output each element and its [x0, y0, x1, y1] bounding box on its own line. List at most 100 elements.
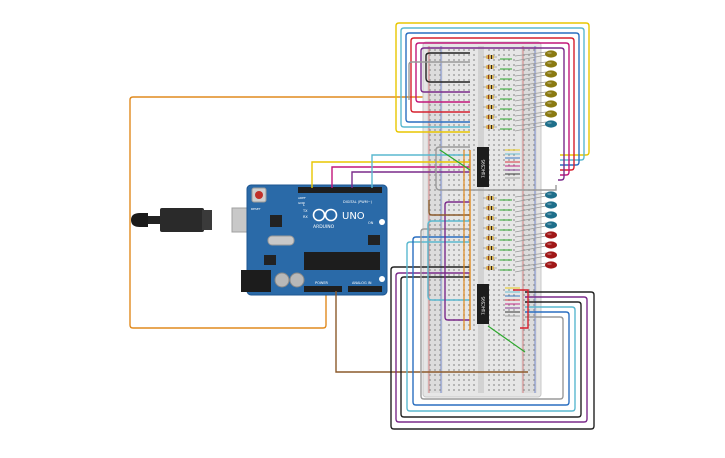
usb-cable [145, 216, 165, 224]
breadboard-hole [523, 299, 525, 301]
resistor-band [491, 105, 492, 109]
wire-magenta-top[interactable] [415, 42, 570, 176]
breadboard-hole [533, 99, 535, 101]
wire-magenta-d12[interactable] [331, 166, 470, 188]
breadboard-hole [453, 254, 455, 256]
resistor-band [488, 105, 489, 109]
breadboard-hole [453, 149, 455, 151]
breadboard-hole [458, 259, 460, 261]
breadboard-hole [453, 204, 455, 206]
wire-blue-bottom[interactable] [412, 236, 570, 406]
breadboard-hole [523, 264, 525, 266]
breadboard-hole [503, 134, 505, 136]
breadboard-hole [434, 384, 436, 386]
breadboard-hole [439, 109, 441, 111]
wire-black-top[interactable] [425, 52, 470, 83]
breadboard-hole [488, 109, 490, 111]
breadboard-hole [458, 264, 460, 266]
breadboard-hole [528, 289, 530, 291]
breadboard-hole [429, 239, 431, 241]
wire-cyan-top[interactable] [400, 27, 585, 161]
breadboard-hole [453, 369, 455, 371]
breadboard-hole [493, 64, 495, 66]
breadboard-hole [473, 84, 475, 86]
wire-orange-loop[interactable] [129, 96, 445, 329]
wire-red-bottom[interactable] [513, 289, 529, 329]
arduino-logo [312, 208, 338, 222]
breadboard-hole [493, 374, 495, 376]
breadboard-hole [503, 59, 505, 61]
breadboard-hole [523, 324, 525, 326]
breadboard-hole [508, 264, 510, 266]
wire-purple-bottom[interactable] [395, 272, 588, 423]
brand-label: ARDUINO [313, 224, 335, 230]
breadboard-hole [533, 79, 535, 81]
wire-brown-mid[interactable] [428, 200, 470, 216]
breadboard-hole [429, 74, 431, 76]
reset-button-cap[interactable] [255, 191, 263, 199]
wire-purple-top[interactable] [420, 47, 565, 181]
wire-purple-d11[interactable] [351, 171, 470, 188]
resistor [486, 75, 494, 79]
led-leg [514, 64, 547, 72]
breadboard-hole [458, 174, 460, 176]
wire-gray-bottom[interactable] [420, 228, 564, 400]
wire-cyan-bottom[interactable] [406, 241, 576, 412]
wire-cyan-mid[interactable] [427, 220, 470, 301]
wire-black-bottom[interactable] [400, 276, 582, 418]
breadboard-hole [458, 244, 460, 246]
wire-purple-mid[interactable] [444, 201, 470, 321]
wire-cyan-d10[interactable] [371, 154, 470, 188]
breadboard-hole [439, 104, 441, 106]
breadboard-hole [448, 99, 450, 101]
breadboard-hole [439, 274, 441, 276]
breadboard-hole [439, 379, 441, 381]
breadboard-hole [528, 349, 530, 351]
wire-red-top[interactable] [410, 37, 575, 171]
breadboard-hole [503, 299, 505, 301]
breadboard-hole [468, 259, 470, 261]
wire-yellow-top[interactable] [395, 22, 590, 156]
breadboard-hole [503, 364, 505, 366]
led-leg [514, 255, 547, 263]
breadboard-hole [508, 369, 510, 371]
breadboard-hole [528, 299, 530, 301]
wire-blue-top[interactable] [405, 32, 580, 166]
breadboard-hole [458, 284, 460, 286]
breadboard-hole [439, 114, 441, 116]
wire-brown-gnd[interactable] [335, 291, 528, 373]
power-jack [241, 270, 271, 292]
breadboard-hole [493, 249, 495, 251]
led [545, 261, 557, 269]
breadboard-hole [448, 194, 450, 196]
wire-black-bottom-outer[interactable] [390, 266, 595, 430]
gnd-label: GND [298, 201, 306, 205]
breadboard-hole [458, 109, 460, 111]
breadboard-hole [468, 174, 470, 176]
breadboard-hole [434, 179, 436, 181]
breadboard-hole [448, 134, 450, 136]
breadboard-hole [528, 279, 530, 281]
breadboard-hole [498, 244, 500, 246]
breadboard-hole [523, 244, 525, 246]
breadboard-hole [463, 139, 465, 141]
breadboard-hole [448, 94, 450, 96]
wire-gray-left[interactable] [408, 61, 470, 100]
resistor-band [488, 256, 489, 260]
breadboard-hole [468, 99, 470, 101]
breadboard-hole [429, 179, 431, 181]
breadboard-hole [429, 374, 431, 376]
breadboard-hole [429, 174, 431, 176]
led-leg [514, 81, 547, 87]
wire-gray-top[interactable] [435, 146, 557, 191]
breadboard-hole [498, 334, 500, 336]
breadboard-hole [498, 389, 500, 391]
wire-green-diagonal[interactable] [439, 149, 471, 171]
breadboard-hole [458, 169, 460, 171]
breadboard-hole [533, 229, 535, 231]
wire-yellow-d13[interactable] [311, 161, 470, 188]
breadboard-hole [533, 179, 535, 181]
wire-green-diagonal[interactable] [487, 325, 526, 353]
breadboard-hole [473, 129, 475, 131]
breadboard-hole [528, 139, 530, 141]
